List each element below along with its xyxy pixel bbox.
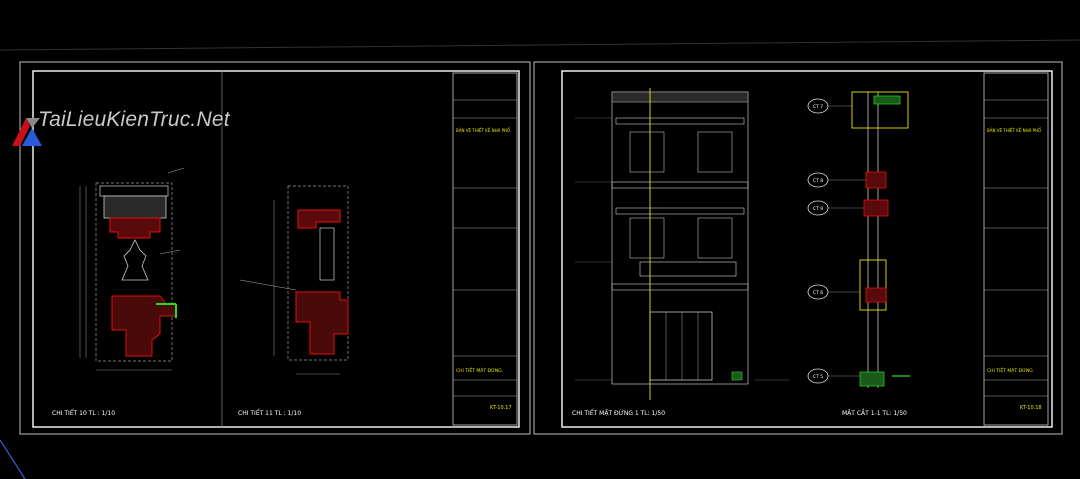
- watermark-text: TaiLieuKienTruc.Net: [38, 108, 230, 131]
- callout-ct8: CT 8: [807, 172, 866, 188]
- watermark-logo: TaiLieuKienTruc.Net: [8, 102, 268, 152]
- sheet-left-outer-border: [19, 61, 531, 435]
- model-space-line: [0, 39, 1080, 51]
- sheet-left: CHI TIẾT 10 TL : 1/10 CHI TIẾT 11 TL : 1…: [19, 61, 531, 435]
- section-title: MẶT CẮT 1-1 TL: 1/50: [842, 409, 907, 417]
- callout-ct9: CT 9: [807, 200, 864, 216]
- model-space-line: [0, 439, 26, 479]
- callout-ct7: CT 7: [807, 98, 852, 114]
- title-block-project: BẢN VẼ THIẾT KẾ NHÀ PHỐ: [987, 127, 1041, 133]
- detail-b-drawing: [239, 185, 349, 375]
- title-block-sheet-no: KT-10.17: [490, 405, 512, 411]
- callout-label: CT 8: [813, 178, 823, 184]
- detail-a-title: CHI TIẾT 10 TL : 1/10: [52, 409, 115, 417]
- title-block-drawing-title: CHI TIẾT MẶT ĐỨNG: [987, 366, 1033, 374]
- title-block-sheet-no: KT-10.18: [1020, 405, 1042, 411]
- logo-mark-icon: [12, 118, 42, 146]
- title-block-project: BẢN VẼ THIẾT KẾ NHÀ PHỐ: [456, 127, 510, 133]
- callout-ct5: CT 5: [807, 368, 860, 384]
- elevation-title: CHI TIẾT MẶT ĐỨNG 1 TL: 1/50: [572, 409, 665, 417]
- callout-label: CT 6: [813, 290, 823, 296]
- sheet-right-inner-border: [561, 70, 1053, 428]
- sheet-right: CT 7 CT 8 CT 9 CT 6 CT 5 CHI TIẾT MẶT ĐỨ…: [533, 61, 1063, 435]
- callout-label: CT 5: [813, 374, 823, 380]
- title-block-left: BẢN VẼ THIẾT KẾ NHÀ PHỐ CHI TIẾT MẶT ĐỨN…: [452, 72, 518, 426]
- callout-ct6: CT 6: [807, 284, 860, 300]
- detail-a-drawing: [79, 167, 185, 371]
- title-block-drawing-title: CHI TIẾT MẶT ĐỨNG: [456, 366, 502, 374]
- wall-section-drawing: [851, 91, 910, 388]
- callout-label: CT 7: [813, 104, 823, 110]
- sheet-left-inner-border: [32, 70, 520, 428]
- detail-b-title: CHI TIẾT 11 TL : 1/10: [238, 409, 301, 417]
- sheet-right-outer-border: [533, 61, 1063, 435]
- callout-label: CT 9: [813, 206, 823, 212]
- title-block-right: BẢN VẼ THIẾT KẾ NHÀ PHỐ CHI TIẾT MẶT ĐỨN…: [983, 72, 1049, 426]
- facade-elevation-drawing: [575, 88, 790, 400]
